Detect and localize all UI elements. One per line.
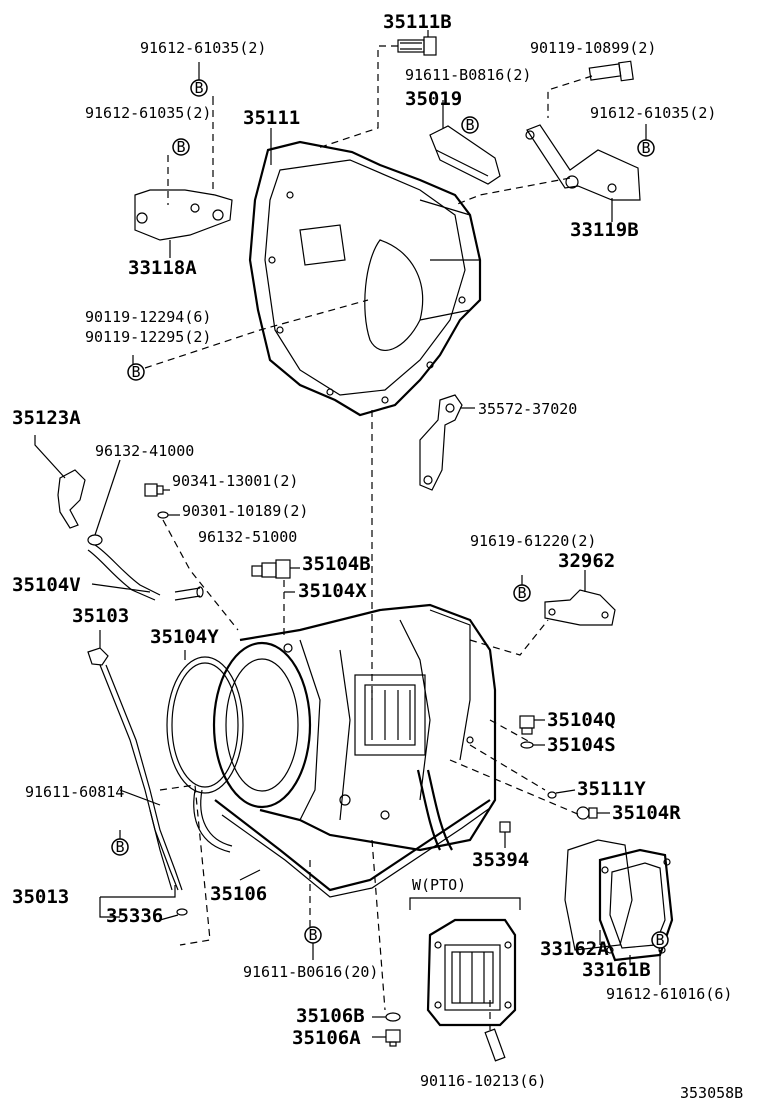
label-35106: 35106 [210,883,267,905]
label-35111: 35111 [243,107,300,129]
label-35336: 35336 [106,905,163,927]
label-90341-13001: 90341-13001(2) [172,472,298,490]
label-35104B: 35104B [302,553,371,575]
dipstick-35103-icon [87,647,183,891]
bracket-35572-37020-icon [419,394,463,491]
label-w-pto: W(PTO) [412,876,466,894]
label-ref-number: 353058B [680,1084,743,1102]
label-90116-10213: 90116-10213(6) [420,1072,546,1090]
fitting-35104B-icon [251,559,291,579]
label-91612-61035-b: 91612-61035(2) [85,104,211,122]
bolt-90341-13001-icon [144,483,164,497]
plate-32962-icon [544,589,616,626]
label-33162A: 33162A [540,938,609,960]
label-91611-60814: 91611-60814 [25,783,124,801]
marker-b-1: B [190,79,208,97]
label-35104Y: 35104Y [150,626,219,648]
label-91611-B0616: 91611-B0616(20) [243,963,378,981]
marker-b-label: B [517,584,526,602]
label-90301-10189: 90301-10189(2) [182,502,308,520]
marker-b-label: B [115,838,124,856]
bracket-33118A-icon [134,189,233,241]
housing-35111-icon [248,140,482,417]
label-90119-10899: 90119-10899(2) [530,39,656,57]
marker-b-label: B [194,79,203,97]
marker-b-label: B [176,138,185,156]
label-90119-12295: 90119-12295(2) [85,328,211,346]
label-35123A: 35123A [12,407,81,429]
clip-35394-icon [499,821,511,833]
marker-b-label: B [308,926,317,944]
label-91612-61035-a: 91612-61035(2) [140,39,266,57]
marker-b-6: B [513,584,531,602]
plate-35019-icon [429,125,501,185]
label-35104Q: 35104Q [547,709,616,731]
marker-b-label: B [465,116,474,134]
marker-b-7: B [111,838,129,856]
o-ring-35336-icon [176,908,188,916]
label-32962: 32962 [558,550,615,572]
label-35104X: 35104X [298,580,367,602]
label-35106B: 35106B [296,1005,365,1027]
ring-96132-41000-icon [87,534,103,546]
label-35572-37020: 35572-37020 [478,400,577,418]
marker-b-4: B [637,139,655,157]
gasket-35104Y-icon [166,656,244,794]
tube-35013-icon [149,789,233,891]
label-33161B: 33161B [582,959,651,981]
label-35019: 35019 [405,88,462,110]
label-35111Y: 35111Y [577,778,646,800]
marker-b-3: B [461,116,479,134]
pto-adapter-icon [426,918,517,1027]
gasket-35104S-icon [520,741,534,749]
label-91611-B0816: 91611-B0816(2) [405,66,531,84]
marker-b-label: B [655,931,664,949]
label-96132-51000: 96132-51000 [198,528,297,546]
o-ring-90301-10189-icon [157,511,169,519]
drain-plug-35106A-icon [385,1012,401,1047]
label-35111B: 35111B [383,11,452,33]
plug-35104R-icon [576,806,598,820]
marker-b-2: B [172,138,190,156]
label-33119B: 33119B [570,219,639,241]
o-ring-35111Y-icon [547,791,557,799]
label-35106A: 35106A [292,1027,361,1049]
marker-b-9: B [651,931,669,949]
marker-b-label: B [131,363,140,381]
bolt-35111B-icon [397,36,437,56]
cover-33162A-icon [564,839,633,951]
clamp-35123A-icon [57,469,86,529]
marker-b-label: B [641,139,650,157]
label-90119-12294: 90119-12294(6) [85,308,211,326]
label-91612-61035-c: 91612-61035(2) [590,104,716,122]
marker-b-8: B [304,926,322,944]
label-35103: 35103 [72,605,129,627]
label-35104S: 35104S [547,734,616,756]
label-91612-61016: 91612-61016(6) [606,985,732,1003]
label-96132-41000: 96132-41000 [95,442,194,460]
bracket-33119B-icon [525,124,641,201]
label-35104V: 35104V [12,574,81,596]
stud-90116-10213-icon [484,1028,506,1062]
marker-b-5: B [127,363,145,381]
label-91619-61220: 91619-61220(2) [470,532,596,550]
bolt-90119-10899-icon [588,60,634,82]
plug-35104Q-icon [519,715,535,735]
label-35104R: 35104R [612,802,681,824]
transmission-case-icon [212,603,497,898]
label-33118A: 33118A [128,257,197,279]
label-35394: 35394 [472,849,529,871]
label-35013: 35013 [12,886,69,908]
